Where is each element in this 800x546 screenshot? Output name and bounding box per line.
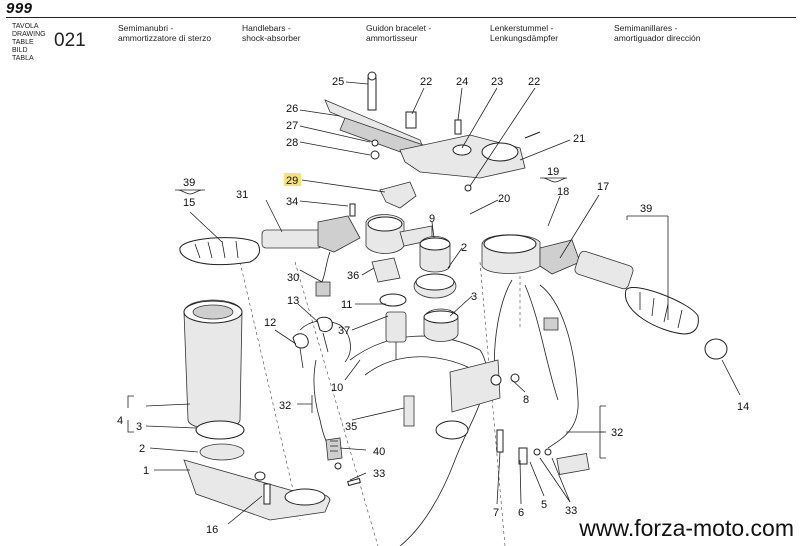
header-rule xyxy=(6,17,796,18)
callout-27: 27 xyxy=(286,120,298,132)
callout-30: 30 xyxy=(287,272,299,284)
callout-34: 34 xyxy=(286,196,298,208)
callout-2: 2 xyxy=(139,443,145,455)
title-spanish: Semimanillares - amortiguador dirección xyxy=(614,23,700,43)
callout-18: 18 xyxy=(557,186,569,198)
callout-22: 22 xyxy=(420,76,432,88)
callout-15: 15 xyxy=(183,197,195,209)
title-line: ammortizzatore di sterzo xyxy=(118,33,212,43)
footer-watermark: www.forza-moto.com xyxy=(579,515,794,541)
callout-2: 2 xyxy=(461,242,467,254)
callout-25: 25 xyxy=(332,76,344,88)
callout-40: 40 xyxy=(373,446,385,458)
callout-17: 17 xyxy=(597,181,609,193)
callout-31: 31 xyxy=(236,189,248,201)
callout-5: 5 xyxy=(541,499,547,511)
title-line: Lenkerstummel - xyxy=(490,23,554,33)
title-line: Semimanubri - xyxy=(118,23,174,33)
title-line: Semimanillares - xyxy=(614,23,678,33)
callout-6: 6 xyxy=(518,507,524,519)
callout-22: 22 xyxy=(528,76,540,88)
table-label: TAVOLA xyxy=(12,23,39,30)
callout-32: 32 xyxy=(611,427,623,439)
table-label-stack: TAVOLA DRAWING TABLE BILD TABLA xyxy=(12,23,46,63)
callout-20: 20 xyxy=(498,193,510,205)
callout-32: 32 xyxy=(279,400,291,412)
callout-7: 7 xyxy=(493,507,499,519)
callout-23: 23 xyxy=(491,76,503,88)
callout-13: 13 xyxy=(287,295,299,307)
model-name: 999 xyxy=(6,0,33,17)
callout-3: 3 xyxy=(471,291,477,303)
table-number: 021 xyxy=(54,30,86,51)
callout-12: 12 xyxy=(264,317,276,329)
ignition-switch xyxy=(292,236,459,487)
callout-3: 3 xyxy=(136,421,142,433)
callout-19: 19 xyxy=(547,166,559,178)
table-label: TABLA xyxy=(12,55,34,62)
callout-39: 39 xyxy=(183,177,195,189)
left-handlebar xyxy=(179,203,433,297)
steering-damper xyxy=(324,71,541,209)
callout-1: 1 xyxy=(143,465,149,477)
table-label: TABLE xyxy=(12,39,34,46)
callout-37: 37 xyxy=(338,325,350,337)
title-french: Guidon bracelet - ammortisseur xyxy=(366,23,431,43)
callout-33: 33 xyxy=(373,468,385,480)
callout-9: 9 xyxy=(429,213,435,225)
title-line: ammortisseur xyxy=(366,33,418,43)
callout-36: 36 xyxy=(347,270,359,282)
table-label: BILD xyxy=(12,47,28,54)
callout-28: 28 xyxy=(286,137,298,149)
leader-lines xyxy=(127,81,741,525)
title-line: amortiguador dirección xyxy=(614,33,701,43)
title-english: Handlebars - shock-absorber xyxy=(242,23,301,43)
callout-24: 24 xyxy=(456,76,468,88)
callout-14: 14 xyxy=(737,401,749,413)
callout-39: 39 xyxy=(640,203,652,215)
title-line: Guidon bracelet - xyxy=(366,23,432,33)
title-line: Lenkungsdämpfer xyxy=(490,33,559,43)
table-label: DRAWING xyxy=(12,31,46,38)
fork-and-lower-yoke xyxy=(183,299,552,521)
callout-33: 33 xyxy=(565,505,577,517)
title-german: Lenkerstummel - Lenkungsdämpfer xyxy=(490,23,558,43)
callout-16: 16 xyxy=(206,524,218,536)
title-line: shock-absorber xyxy=(242,33,301,43)
callout-4: 4 xyxy=(117,415,123,427)
highlight-marker xyxy=(284,173,301,186)
callout-10: 10 xyxy=(331,382,343,394)
callout-26: 26 xyxy=(286,103,298,115)
title-italian: Semimanubri - ammortizzatore di sterzo xyxy=(118,23,211,43)
title-line: Handlebars - xyxy=(242,23,291,33)
callout-8: 8 xyxy=(523,394,529,406)
callout-29: 29 xyxy=(286,175,298,187)
callout-labels: 25 22 24 23 22 26 27 28 21 29 20 39 15 3… xyxy=(117,76,749,536)
callout-35: 35 xyxy=(345,421,357,433)
callout-11: 11 xyxy=(341,299,352,311)
callout-21: 21 xyxy=(573,133,585,145)
right-handlebar xyxy=(481,234,728,475)
